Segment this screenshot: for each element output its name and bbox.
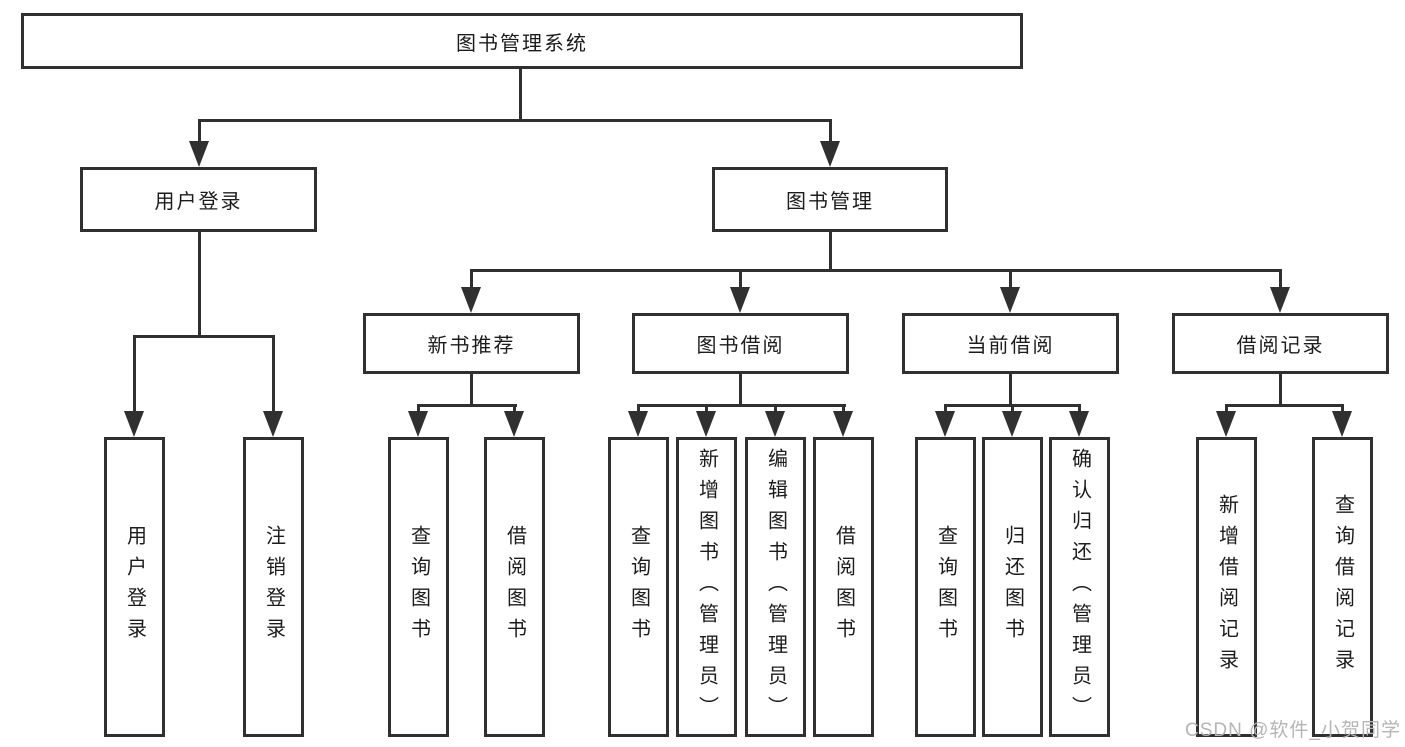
connector-stem [739,269,742,293]
node-label: 用户登录 [154,191,243,213]
arrow-head [1069,411,1089,437]
connector-stem [637,404,640,416]
arrow-head [1216,411,1236,437]
arrow-head [1000,287,1020,313]
connector-stem [513,404,516,416]
arrow-head [263,411,283,437]
leaf-query-books-current: 查询图书 [915,437,976,737]
connector-stem-bookmgmt [829,119,832,147]
arrow-head [1332,411,1352,437]
leaf-label: 借阅图书 [832,525,855,649]
node-label: 图书管理 [786,191,874,213]
node-user-login: 用户登录 [80,167,317,232]
leaf-edit-books-admin: 编辑图书（管理员） [745,437,806,737]
connector-root-bar [198,119,832,122]
leaf-label: 确认归还（管理员） [1068,447,1091,727]
arrow-head [408,411,428,437]
node-label: 图书借阅 [696,335,785,357]
node-current-borrow: 当前借阅 [902,313,1119,374]
leaf-label: 查询借阅记录 [1331,494,1354,680]
arrow-head [696,411,716,437]
leaf-label: 新增借阅记录 [1215,494,1238,680]
node-label: 图书管理系统 [456,32,588,55]
connector-stem [1078,404,1081,416]
node-new-book-recommend: 新书推荐 [363,313,580,374]
arrow-head [1002,411,1022,437]
arrow-head [820,141,840,167]
node-label: 新书推荐 [427,335,516,357]
node-library-management-system: 图书管理系统 [21,13,1023,69]
node-book-borrow: 图书借阅 [632,313,849,374]
arrow-head [189,141,209,167]
connector-stem [272,335,275,413]
leaf-query-books: 查询图书 [608,437,669,737]
connector-drop [1009,374,1012,406]
connector-bookmgmt-drop [829,232,832,272]
leaf-add-borrow-record: 新增借阅记录 [1196,437,1257,737]
node-label: 当前借阅 [966,335,1055,357]
connector-stem [1225,404,1228,416]
leaf-return-books: 归还图书 [982,437,1043,737]
leaf-add-books-admin: 新增图书（管理员） [676,437,737,737]
leaf-borrow-books: 借阅图书 [813,437,874,737]
connector-stem [842,404,845,416]
connector-drop [1279,374,1282,406]
connector-stem [133,335,136,413]
arrow-head [833,411,853,437]
arrow-head [461,287,481,313]
connector-stem [470,269,473,293]
leaf-query-borrow-record: 查询借阅记录 [1312,437,1373,737]
leaf-label: 查询图书 [627,525,650,649]
leaf-label: 注销登录 [262,525,285,649]
connector-bar [637,404,846,407]
node-book-management: 图书管理 [712,167,948,232]
arrow-head [1270,287,1290,313]
arrow-head [730,287,750,313]
connector-drop [739,374,742,406]
leaf-query-books-recommend: 查询图书 [388,437,449,737]
connector-drop [470,374,473,406]
arrow-head [504,411,524,437]
connector-userlogin-bar [133,335,275,338]
arrow-head [935,411,955,437]
leaf-label: 查询图书 [407,525,430,649]
connector-stem [1011,404,1014,416]
leaf-confirm-return-admin: 确认归还（管理员） [1049,437,1110,737]
connector-root-drop [519,69,522,121]
leaf-label: 编辑图书（管理员） [764,447,787,727]
connector-stem [1009,269,1012,293]
arrow-head [765,411,785,437]
leaf-label: 用户登录 [123,525,146,649]
arrow-head [628,411,648,437]
connector-stem [705,404,708,416]
connector-bookmgmt-bar [470,269,1282,272]
node-label: 借阅记录 [1236,335,1325,357]
connector-bar [417,404,517,407]
arrow-head [124,411,144,437]
leaf-label: 查询图书 [934,525,957,649]
connector-stem [1341,404,1344,416]
connector-bar [1225,404,1344,407]
leaf-logout: 注销登录 [243,437,304,737]
connector-stem [1279,269,1282,293]
connector-stem [417,404,420,416]
leaf-label: 新增图书（管理员） [695,447,718,727]
leaf-user-login: 用户登录 [104,437,165,737]
connector-stem [944,404,947,416]
leaf-label: 借阅图书 [503,525,526,649]
connector-userlogin-drop [198,232,201,338]
connector-stem-user [198,119,201,147]
leaf-label: 归还图书 [1001,525,1024,649]
csdn-watermark: CSDN @软件_小贺同学 [1185,720,1401,741]
connector-stem [774,404,777,416]
node-borrow-record: 借阅记录 [1172,313,1389,374]
leaf-borrow-books-recommend: 借阅图书 [484,437,545,737]
